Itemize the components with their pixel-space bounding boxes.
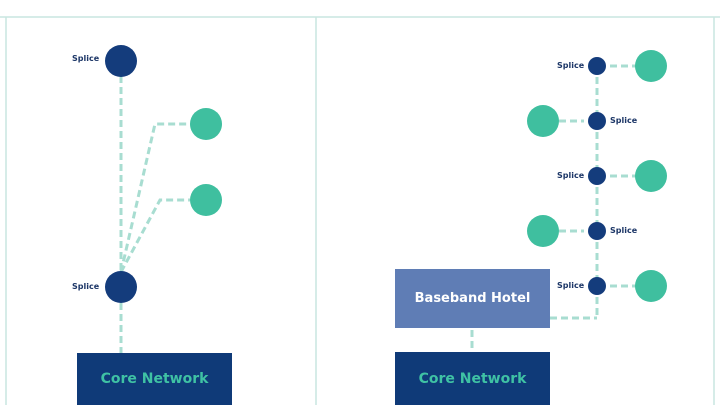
core-network-box-right: Core Network — [395, 352, 550, 405]
endpoint-node — [527, 105, 559, 137]
endpoint-node — [190, 108, 222, 140]
splice-label: Splice — [610, 226, 638, 235]
splice-label: Splice — [72, 54, 100, 63]
endpoint-node — [527, 215, 559, 247]
core-network-box-left: Core Network — [77, 353, 232, 405]
frame-lines — [0, 16, 720, 405]
splice-label: Splice — [72, 282, 100, 291]
splice-node — [588, 57, 606, 75]
splice-node — [588, 112, 606, 130]
splice-label: Splice — [557, 61, 585, 70]
splice-label: Splice — [557, 171, 585, 180]
splice-node-bottom — [105, 271, 137, 303]
splice-node — [588, 222, 606, 240]
endpoint-node — [635, 160, 667, 192]
endpoint-node — [190, 184, 222, 216]
endpoint-node — [635, 50, 667, 82]
link-branch-lower — [119, 198, 190, 273]
endpoint-node — [635, 270, 667, 302]
left-links — [119, 76, 190, 353]
splice-label: Splice — [557, 281, 585, 290]
splice-label: Splice — [610, 116, 638, 125]
splice-node — [588, 167, 606, 185]
right-links — [470, 64, 636, 352]
splice-node-top — [105, 45, 137, 77]
link-branch-upper — [119, 122, 190, 273]
splice-node — [588, 277, 606, 295]
baseband-hotel-box: Baseband Hotel — [395, 269, 550, 328]
